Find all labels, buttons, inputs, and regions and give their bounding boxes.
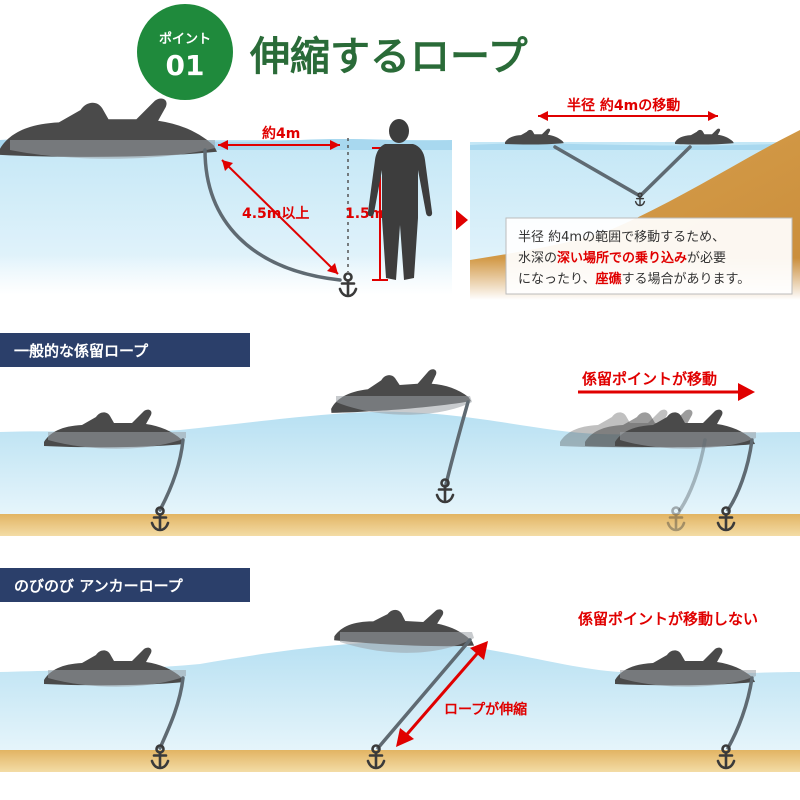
section2: のびのび アンカーロープ ロープが伸縮 係留ポイントが移動しない xyxy=(0,568,800,772)
page-title: 伸縮するロープ xyxy=(249,34,528,80)
section1-label: 一般的な係留ロープ xyxy=(14,342,149,360)
height-1-5m-label: 1.5m xyxy=(345,206,384,222)
diag-4-5m-label: 4.5m以上 xyxy=(242,206,309,222)
section2-bar xyxy=(0,568,250,602)
person-icon xyxy=(367,119,433,280)
top-right-panel: 半径 約4mの移動 半径 約4mの範囲で移動するため、 水深の深い場所での乗り込… xyxy=(470,97,800,300)
note-line1: 半径 約4mの範囲で移動するため、 xyxy=(518,230,725,245)
badge-line2: 01 xyxy=(166,49,205,82)
badge-line1: ポイント xyxy=(159,31,211,47)
top-left-panel: 約4m 4.5m以上 1.5m xyxy=(0,98,452,298)
move-label: 係留ポイントが移動 xyxy=(582,370,717,388)
section1: 一般的な係留ロープ 係留ポイントが移動 xyxy=(0,333,800,536)
section2-label: のびのび アンカーロープ xyxy=(14,577,184,595)
next-arrow-icon xyxy=(456,210,468,230)
section1-bar xyxy=(0,333,250,367)
note-line3: になったり、座礁する場合があります。 xyxy=(518,271,750,287)
jetski-icon xyxy=(505,128,564,145)
stretch-label: ロープが伸縮 xyxy=(444,701,527,718)
dist-4m-label: 約4m xyxy=(262,125,300,142)
no-move-label: 係留ポイントが移動しない xyxy=(578,610,758,628)
header: ポイント 01 伸縮するロープ xyxy=(137,4,528,100)
radius-4m-label: 半径 約4mの移動 xyxy=(567,97,680,114)
note-line2: 水深の深い場所での乗り込みが必要 xyxy=(518,250,726,266)
note-box xyxy=(505,217,793,295)
point-badge xyxy=(137,4,233,100)
rope-line xyxy=(203,148,342,282)
jetski-icon xyxy=(675,128,734,145)
